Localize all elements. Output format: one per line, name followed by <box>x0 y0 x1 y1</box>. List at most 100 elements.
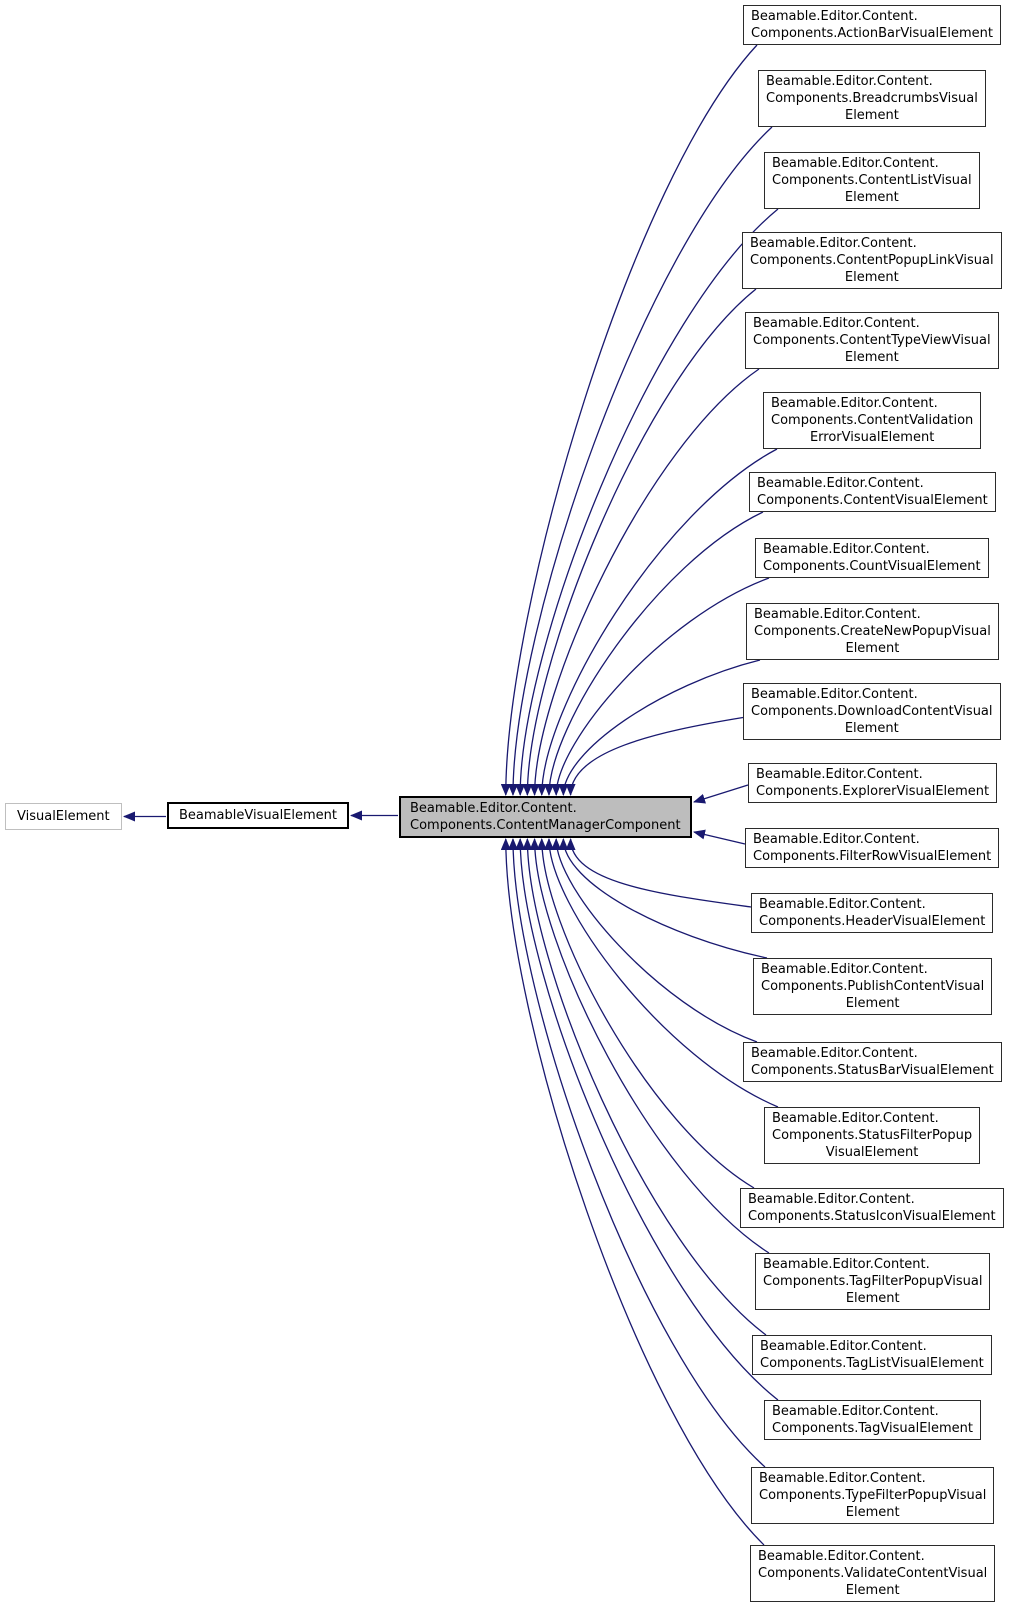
class-label-line: Components.ExplorerVisualElement <box>756 784 990 799</box>
class-label-line: Beamable.Editor.Content. <box>751 687 918 702</box>
class-label-line: Element <box>845 996 900 1011</box>
inheritance-edge <box>693 784 749 804</box>
class-label-line: BeamableVisualElement <box>179 808 338 823</box>
class-node-status-bar-visual-element[interactable]: Beamable.Editor.Content.Components.Statu… <box>743 1042 1002 1082</box>
class-node-tag-filter-popup-visual-element[interactable]: Beamable.Editor.Content.Components.TagFi… <box>755 1253 991 1310</box>
class-node-filter-row-visual-element[interactable]: Beamable.Editor.Content. Components.Filte… <box>745 828 1000 868</box>
class-label-line: Components.ContentManagerComponent <box>410 818 681 833</box>
class-label-line: Components.ContentTypeViewVisual <box>753 333 991 348</box>
class-label-line: Components.BreadcrumbsVisual <box>766 91 978 106</box>
inheritance-edge <box>536 838 755 1189</box>
class-label-line: Components.TagVisualElement <box>772 1421 974 1436</box>
class-node-content-list-visual-element[interactable]: Beamable.Editor.Content.Components.Conte… <box>764 152 980 209</box>
class-node-content-validation-error-visual-element[interactable]: Beamable.Editor.Content. Components.Conte… <box>763 392 982 449</box>
inheritance-edge <box>565 838 752 908</box>
class-label-line: Beamable.Editor.Content. <box>751 9 918 24</box>
class-node-content-visual-element[interactable]: Beamable.Editor.Content. Components.Conte… <box>749 472 996 512</box>
class-node-type-filter-popup-visual-element[interactable]: Beamable.Editor.Content. Components.TypeF… <box>751 1467 995 1524</box>
inheritance-edge <box>529 838 770 1254</box>
class-node-status-icon-visual-element[interactable]: Beamable.Editor.Content. Components.Statu… <box>740 1188 1004 1228</box>
class-label-line: Components.TagFilterPopupVisual <box>763 1274 983 1289</box>
class-label-line: Beamable.Editor.Content. <box>772 1404 939 1419</box>
inheritance-edge <box>507 838 766 1468</box>
class-label-line: Components.ContentValidation <box>771 413 974 428</box>
class-label-line: Element <box>845 641 900 656</box>
inheritance-edge <box>543 511 764 796</box>
class-label-line: Element <box>845 1291 900 1306</box>
class-node-download-content-visual-element[interactable]: Beamable.Editor.Content. Components.Downl… <box>743 683 1001 740</box>
class-label-line: Beamable.Editor.Content. <box>766 74 933 89</box>
inheritance-edge <box>565 716 744 796</box>
class-label-line: Components.StatusIconVisualElement <box>748 1209 996 1224</box>
class-node-content-type-view-visual-element[interactable]: Beamable.Editor.Content. Components.Conte… <box>745 312 999 369</box>
class-label-line: Beamable.Editor.Content. <box>759 1471 926 1486</box>
class-label-line: Element <box>844 108 899 123</box>
class-label-line: Components.ContentListVisual <box>772 173 972 188</box>
inheritance-edge <box>693 829 746 845</box>
class-node-validate-content-visual-element[interactable]: Beamable.Editor.Content. Components.Valid… <box>750 1545 996 1602</box>
class-node-content-popup-link-visual-element[interactable]: Beamable.Editor.Content.Components.Conte… <box>742 232 1002 289</box>
class-node-publish-content-visual-element[interactable]: Beamable.Editor.Content. Components.Publi… <box>753 958 993 1015</box>
class-label-line: Beamable.Editor.Content. <box>751 1046 918 1061</box>
class-label-line: Beamable.Editor.Content. <box>754 607 921 622</box>
class-label-line: Beamable.Editor.Content. <box>748 1192 915 1207</box>
class-label-line: Element <box>844 190 899 205</box>
class-node-status-filter-popup-visual-element[interactable]: Beamable.Editor.Content. Components.Statu… <box>764 1107 981 1164</box>
class-label-line: Beamable.Editor.Content. <box>759 897 926 912</box>
class-label-line: Beamable.Editor.Content. <box>756 767 923 782</box>
class-node-action-bar-visual-element[interactable]: Beamable.Editor.Content. Components.Actio… <box>743 5 1001 45</box>
class-node-explorer-visual-element[interactable]: Beamable.Editor.Content. Components.Explo… <box>748 763 998 803</box>
class-label-line: Element <box>844 721 899 736</box>
class-node-tag-list-visual-element[interactable]: Beamable.Editor.Content. Components.TagLi… <box>752 1335 992 1375</box>
class-label-line: Components.ContentVisualElement <box>757 493 988 508</box>
inheritance-edge <box>543 838 779 1108</box>
class-node-count-visual-element[interactable]: Beamable.Editor.Content.Components.Count… <box>755 538 989 578</box>
inheritance-edge <box>522 288 757 796</box>
class-label-line: Components.DownloadContentVisual <box>751 704 993 719</box>
inheritance-edge <box>536 448 778 796</box>
class-label-line: Element <box>844 350 899 365</box>
class-label-line: VisualElement <box>825 1145 919 1160</box>
class-label-line: Beamable.Editor.Content. <box>753 316 920 331</box>
class-label-line: Beamable.Editor.Content. <box>772 1111 939 1126</box>
inheritance-edge <box>500 44 758 796</box>
class-label-line: Components.ActionBarVisualElement <box>751 26 993 41</box>
inheritance-edge <box>515 208 779 796</box>
class-label-line: Components.ValidateContentVisual <box>758 1566 988 1581</box>
class-node-beamable-visual-element[interactable]: BeamableVisualElement <box>167 802 350 829</box>
class-label-line: Beamable.Editor.Content. <box>410 801 577 816</box>
class-node-breadcrumbs-visual-element[interactable]: Beamable.Editor.Content. Components.Bread… <box>758 70 986 127</box>
class-node-header-visual-element[interactable]: Beamable.Editor.Content. Components.Heade… <box>751 893 994 933</box>
class-label-line: Beamable.Editor.Content. <box>753 832 920 847</box>
class-label-line: Beamable.Editor.Content. <box>760 1339 927 1354</box>
class-node-create-new-popup-visual-element[interactable]: Beamable.Editor.Content. Components.Creat… <box>746 603 999 660</box>
class-label-line: Components.HeaderVisualElement <box>759 914 986 929</box>
inheritance-edge <box>507 126 773 796</box>
class-label-line: Element <box>845 1583 900 1598</box>
class-label-line: Element <box>845 1505 900 1520</box>
class-label-line: Beamable.Editor.Content. <box>750 236 917 251</box>
class-label-line: VisualElement <box>17 809 110 824</box>
class-label-line: Components.FilterRowVisualElement <box>753 849 992 864</box>
inheritance-edge <box>515 838 779 1401</box>
class-label-line: Components.StatusFilterPopup <box>772 1128 973 1143</box>
class-label-line: Beamable.Editor.Content. <box>761 962 928 977</box>
class-label-line: Element <box>844 270 899 285</box>
class-label-line: Components.PublishContentVisual <box>761 979 985 994</box>
class-label-line: Beamable.Editor.Content. <box>758 1549 925 1564</box>
inheritance-edge <box>558 659 761 796</box>
class-label-line: ErrorVisualElement <box>809 430 935 445</box>
inheritance-edge <box>558 838 768 959</box>
class-label-line: Components.CreateNewPopupVisual <box>754 624 991 639</box>
inheritance-edge <box>551 838 758 1043</box>
class-label-line: Beamable.Editor.Content. <box>757 476 924 491</box>
class-label-line: Beamable.Editor.Content. <box>771 396 938 411</box>
class-label-line: Components.TagListVisualElement <box>760 1356 984 1371</box>
class-node-tag-visual-element[interactable]: Beamable.Editor.Content. Components.TagVi… <box>764 1400 982 1440</box>
inheritance-edge <box>551 577 770 796</box>
class-label-line: Components.TypeFilterPopupVisual <box>759 1488 987 1503</box>
class-label-line: Beamable.Editor.Content. <box>763 542 930 557</box>
inheritance-edge <box>500 838 765 1546</box>
